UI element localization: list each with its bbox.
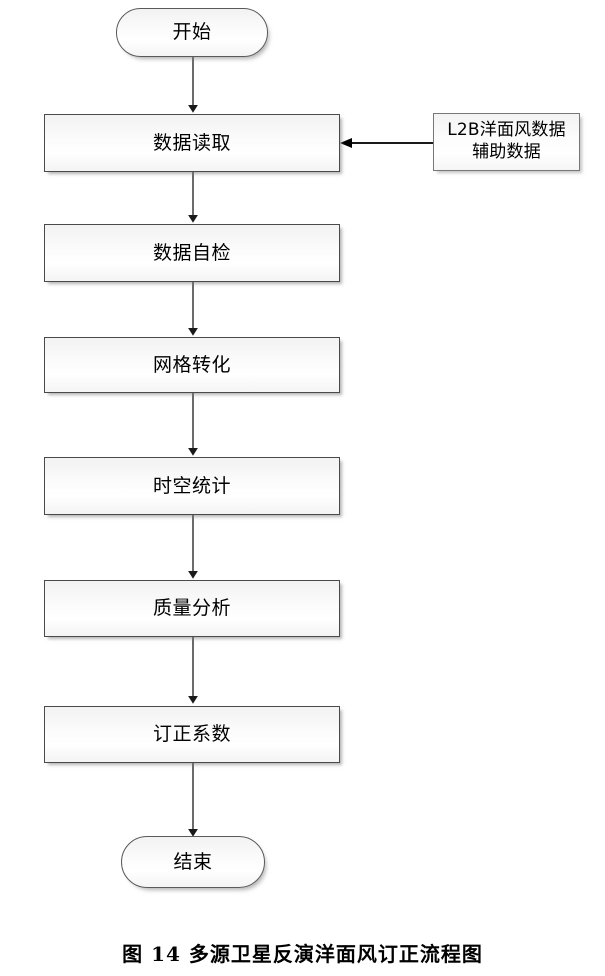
arrowhead-input-to-read — [340, 138, 352, 148]
node-input-data-label: L2B洋面风数据 辅助数据 — [447, 120, 566, 162]
figure-caption: 图 14 多源卫星反演洋面风订正流程图 — [122, 942, 483, 966]
node-quality-analysis[interactable]: 质量分析 — [44, 580, 340, 637]
node-data-read-label: 数据读取 — [152, 131, 231, 154]
node-data-selfcheck[interactable]: 数据自检 — [44, 224, 340, 282]
node-quality-analysis-label: 质量分析 — [152, 597, 231, 620]
node-end[interactable]: 结束 — [121, 836, 265, 888]
node-input-data[interactable]: L2B洋面风数据 辅助数据 — [433, 113, 580, 171]
node-end-label: 结束 — [173, 850, 213, 873]
node-correction-coefficient-label: 订正系数 — [152, 723, 231, 746]
node-data-selfcheck-label: 数据自检 — [152, 241, 231, 264]
node-data-read[interactable]: 数据读取 — [44, 114, 340, 172]
node-grid-conversion-label: 网格转化 — [152, 353, 231, 376]
node-grid-conversion[interactable]: 网格转化 — [44, 337, 340, 393]
node-correction-coefficient[interactable]: 订正系数 — [44, 706, 340, 763]
node-start[interactable]: 开始 — [116, 8, 268, 57]
node-spatiotemporal-statistics[interactable]: 时空统计 — [44, 457, 340, 515]
node-spatiotemporal-statistics-label: 时空统计 — [152, 474, 231, 497]
node-start-label: 开始 — [172, 21, 212, 44]
